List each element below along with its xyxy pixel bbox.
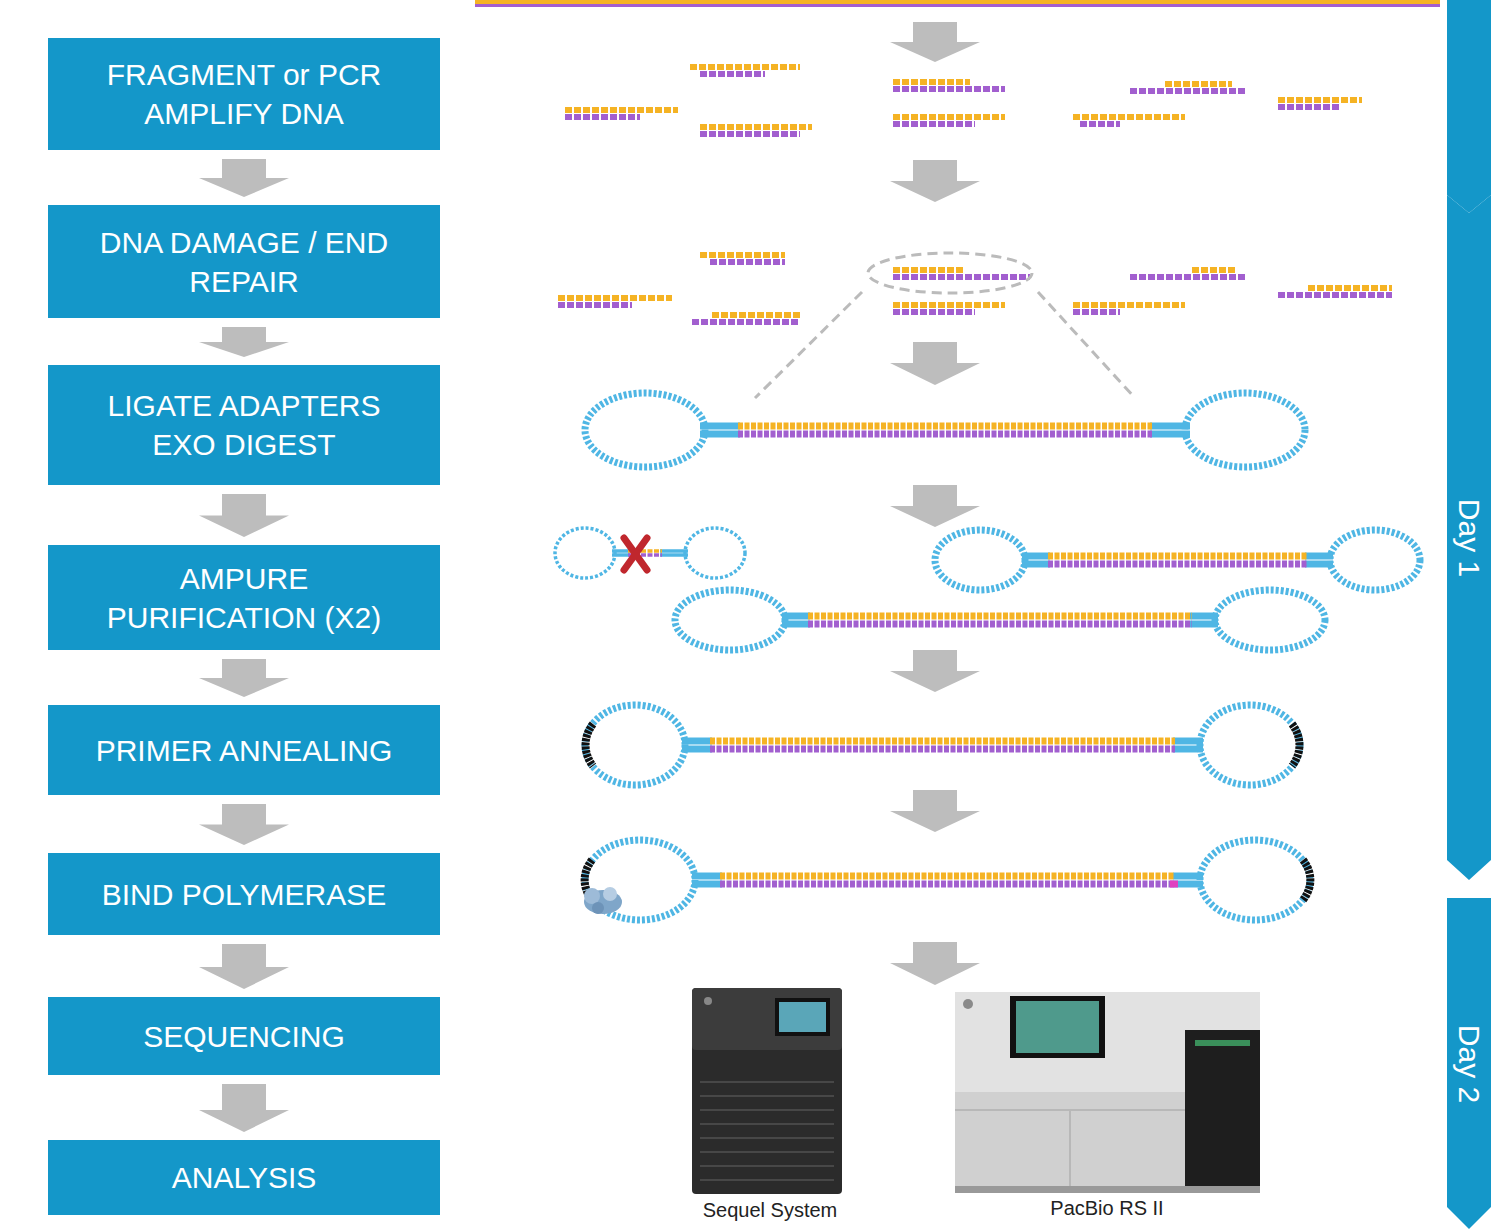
repaired-fragments — [558, 255, 1392, 322]
genomic-dna — [475, 4, 1440, 7]
smrtbell — [675, 590, 1325, 650]
flow-arrow — [199, 804, 289, 845]
polymerase-bound-smrtbell — [585, 840, 1311, 920]
day-band: Day 2 — [1447, 898, 1491, 1229]
flow-arrow — [199, 1084, 289, 1132]
instrument-label: Sequel System — [620, 1199, 920, 1222]
process-box: LIGATE ADAPTERS EXO DIGEST — [48, 365, 440, 485]
instrument-label: PacBio RS II — [957, 1197, 1257, 1220]
process-box: AMPURE PURIFICATION (X2) — [48, 545, 440, 650]
process-box: PRIMER ANNEALING — [48, 705, 440, 795]
step-name: PRIMER ANNEALING — [96, 731, 393, 770]
step-name: FRAGMENT or PCR AMPLIFY DNA — [88, 55, 400, 133]
step-name: AMPURE PURIFICATION (X2) — [88, 559, 400, 637]
timeline-band — [1447, 0, 1491, 213]
dna-fragments — [565, 67, 1362, 134]
process-box: FRAGMENT or PCR AMPLIFY DNA — [48, 38, 440, 150]
process-box: DNA DAMAGE / END REPAIR — [48, 205, 440, 318]
smrtbell — [935, 530, 1420, 590]
band-chevron — [1447, 195, 1491, 880]
flow-arrow — [199, 494, 289, 537]
rs-ii-instrument — [955, 992, 1260, 1193]
step-name: LIGATE ADAPTERS EXO DIGEST — [88, 386, 400, 464]
genomic-dna — [475, 0, 1440, 4]
polymerase — [584, 887, 622, 914]
day-label: Day 2 — [1452, 1024, 1486, 1102]
step-name: BIND POLYMERASE — [102, 875, 387, 914]
step-name: DNA DAMAGE / END REPAIR — [88, 223, 400, 301]
process-box: ANALYSIS — [48, 1140, 440, 1215]
step-name: ANALYSIS — [172, 1158, 317, 1197]
day-label: Day 1 — [1452, 498, 1486, 576]
flow-arrow — [199, 327, 289, 357]
process-box: SEQUENCING — [48, 997, 440, 1075]
short-smrtbell — [555, 528, 745, 578]
flow-arrow — [199, 944, 289, 989]
step-arrows — [890, 22, 980, 985]
flow-arrow — [199, 659, 289, 697]
flow-arrow — [199, 159, 289, 197]
zoom-callout — [755, 253, 1135, 398]
process-box: BIND POLYMERASE — [48, 853, 440, 935]
day-band: Day 1 — [1447, 195, 1491, 880]
sequel-instrument — [692, 988, 842, 1194]
smrtbell — [585, 393, 1305, 467]
primed-smrtbell — [585, 705, 1300, 785]
band-chevron — [1447, 898, 1491, 1229]
removed-mark — [624, 538, 647, 570]
step-name: SEQUENCING — [143, 1017, 345, 1056]
